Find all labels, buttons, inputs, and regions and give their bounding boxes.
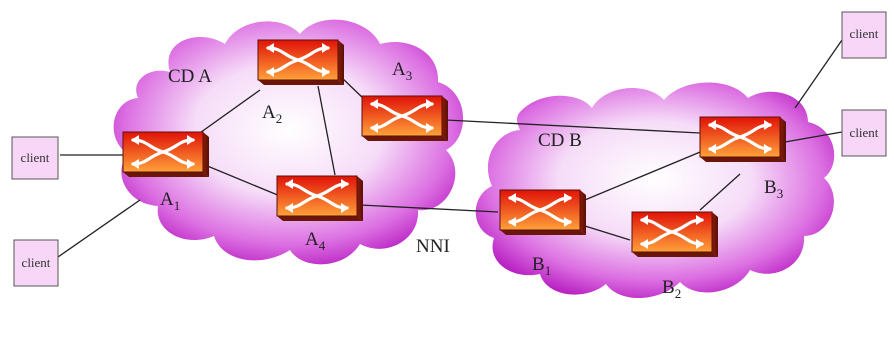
switch-a4-icon (275, 174, 365, 223)
switch-b3-icon (698, 115, 788, 164)
client-c3: client (841, 11, 887, 59)
client-box-icon (841, 109, 887, 157)
client-label: client (22, 255, 51, 270)
node-label-a3: A3 (392, 59, 412, 83)
client-c2: client (13, 239, 59, 287)
node-label-a4: A4 (305, 229, 326, 253)
client-label: client (850, 26, 879, 41)
cloud-domain-a (113, 19, 464, 265)
switch-a2-icon (256, 38, 346, 87)
switch-b1-icon (498, 188, 588, 237)
client-box-icon (13, 239, 59, 287)
client-c4: client (841, 109, 887, 157)
client-c1: client (11, 136, 59, 180)
link-b1-b2 (584, 225, 631, 241)
nni-label: NNI (416, 236, 450, 257)
link-b1-b3 (579, 149, 706, 203)
link-a1-a4 (204, 164, 281, 197)
link-a2-a4 (317, 85, 336, 176)
switch-a3-icon (360, 94, 450, 143)
client-box-icon (11, 136, 59, 180)
link-b3-client3 (794, 39, 843, 109)
node-label-a2: A2 (262, 102, 282, 126)
switch-b2-icon (630, 210, 720, 259)
node-label-b1: B1 (532, 254, 551, 278)
node-label-b3: B3 (764, 177, 783, 201)
link-a3-b3 (445, 119, 701, 134)
client-box-icon (841, 11, 887, 59)
link-client2-a1 (57, 199, 141, 258)
link-b3-client4 (784, 131, 843, 143)
link-b2-b3 (699, 173, 741, 211)
client-label: client (21, 150, 50, 165)
domain-b-label: CD B (538, 130, 582, 151)
node-label-a1: A1 (160, 189, 180, 213)
link-a2-a3 (339, 75, 366, 101)
domain-a-label: CD A (168, 66, 212, 87)
node-label-b2: B2 (662, 277, 681, 301)
client-label: client (850, 125, 879, 140)
link-a4-b1-nni (359, 204, 499, 213)
switch-a1-icon (121, 130, 211, 179)
